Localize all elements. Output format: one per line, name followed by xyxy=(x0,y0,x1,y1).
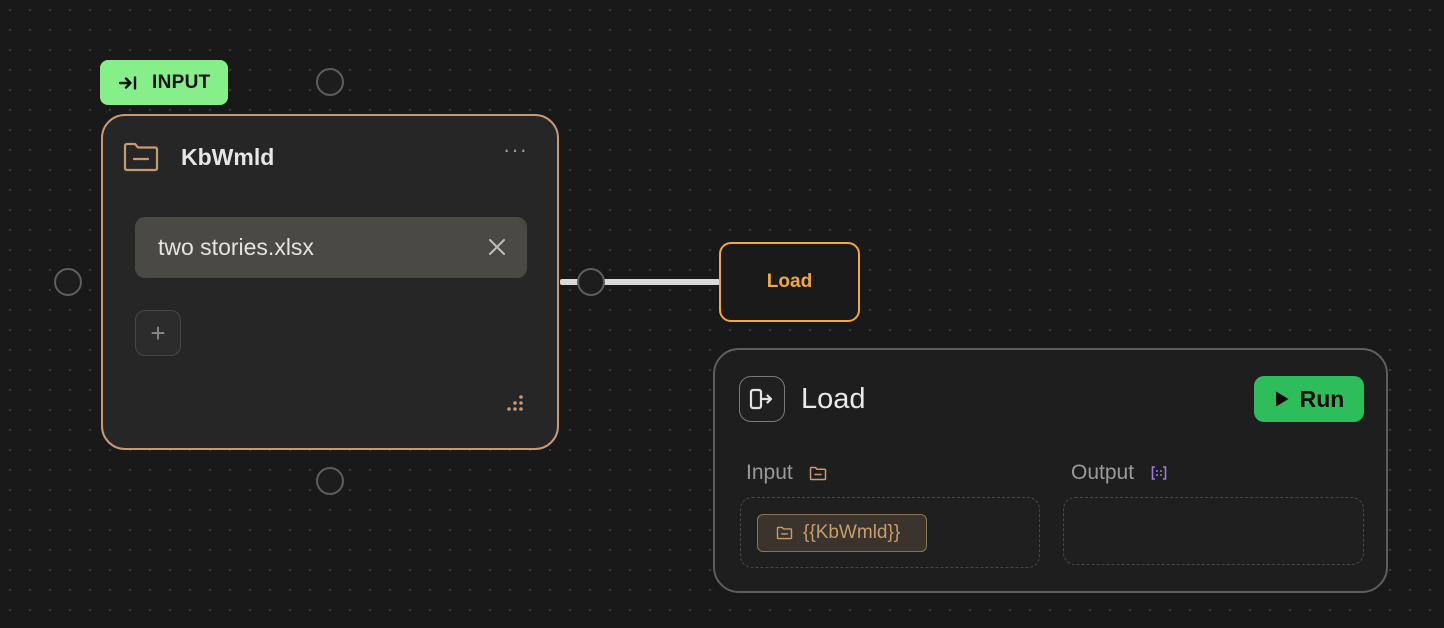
input-node-right-handle[interactable] xyxy=(577,268,605,296)
folder-icon xyxy=(776,526,793,540)
folder-icon xyxy=(123,142,159,172)
file-chip-name: two stories.xlsx xyxy=(158,234,314,260)
input-node[interactable]: KbWmld ··· two stories.xlsx + xyxy=(101,114,559,450)
input-column-label: Input xyxy=(746,461,827,485)
plus-icon: + xyxy=(150,317,166,348)
edge-label-text: Load xyxy=(766,271,813,292)
edge-label-load[interactable]: Load xyxy=(719,242,860,322)
bracket-variable-icon xyxy=(1151,466,1167,480)
input-node-left-handle[interactable] xyxy=(54,268,82,296)
connection-edge[interactable] xyxy=(560,279,720,285)
input-variable-text: {{KbWmld}} xyxy=(803,522,901,543)
load-export-icon xyxy=(749,388,773,410)
file-chip: two stories.xlsx xyxy=(135,217,527,278)
output-column-label: Output xyxy=(1071,461,1168,485)
load-node-icon-box xyxy=(739,376,785,422)
resize-grip-icon[interactable] xyxy=(501,394,525,414)
run-button[interactable]: Run xyxy=(1254,376,1364,422)
input-type-tag: INPUT xyxy=(100,60,228,105)
input-drop-zone[interactable]: {{KbWmld}} xyxy=(740,497,1040,568)
load-node[interactable]: Load Run Input {{KbWmld}} xyxy=(713,348,1388,593)
input-tag-label: INPUT xyxy=(152,71,211,93)
add-file-button[interactable]: + xyxy=(135,310,181,356)
input-node-top-handle[interactable] xyxy=(316,68,344,96)
input-variable-chip[interactable]: {{KbWmld}} xyxy=(757,514,927,552)
load-node-title: Load xyxy=(801,383,866,415)
input-node-title[interactable]: KbWmld xyxy=(181,144,275,170)
more-horizontal-icon[interactable]: ··· xyxy=(503,137,528,162)
output-drop-zone[interactable] xyxy=(1063,497,1364,565)
run-button-label: Run xyxy=(1299,385,1345,412)
arrow-to-right-icon xyxy=(118,75,137,90)
input-node-bottom-handle[interactable] xyxy=(316,467,344,495)
close-icon[interactable] xyxy=(485,235,509,259)
folder-icon xyxy=(809,466,826,480)
play-icon xyxy=(1275,391,1289,407)
